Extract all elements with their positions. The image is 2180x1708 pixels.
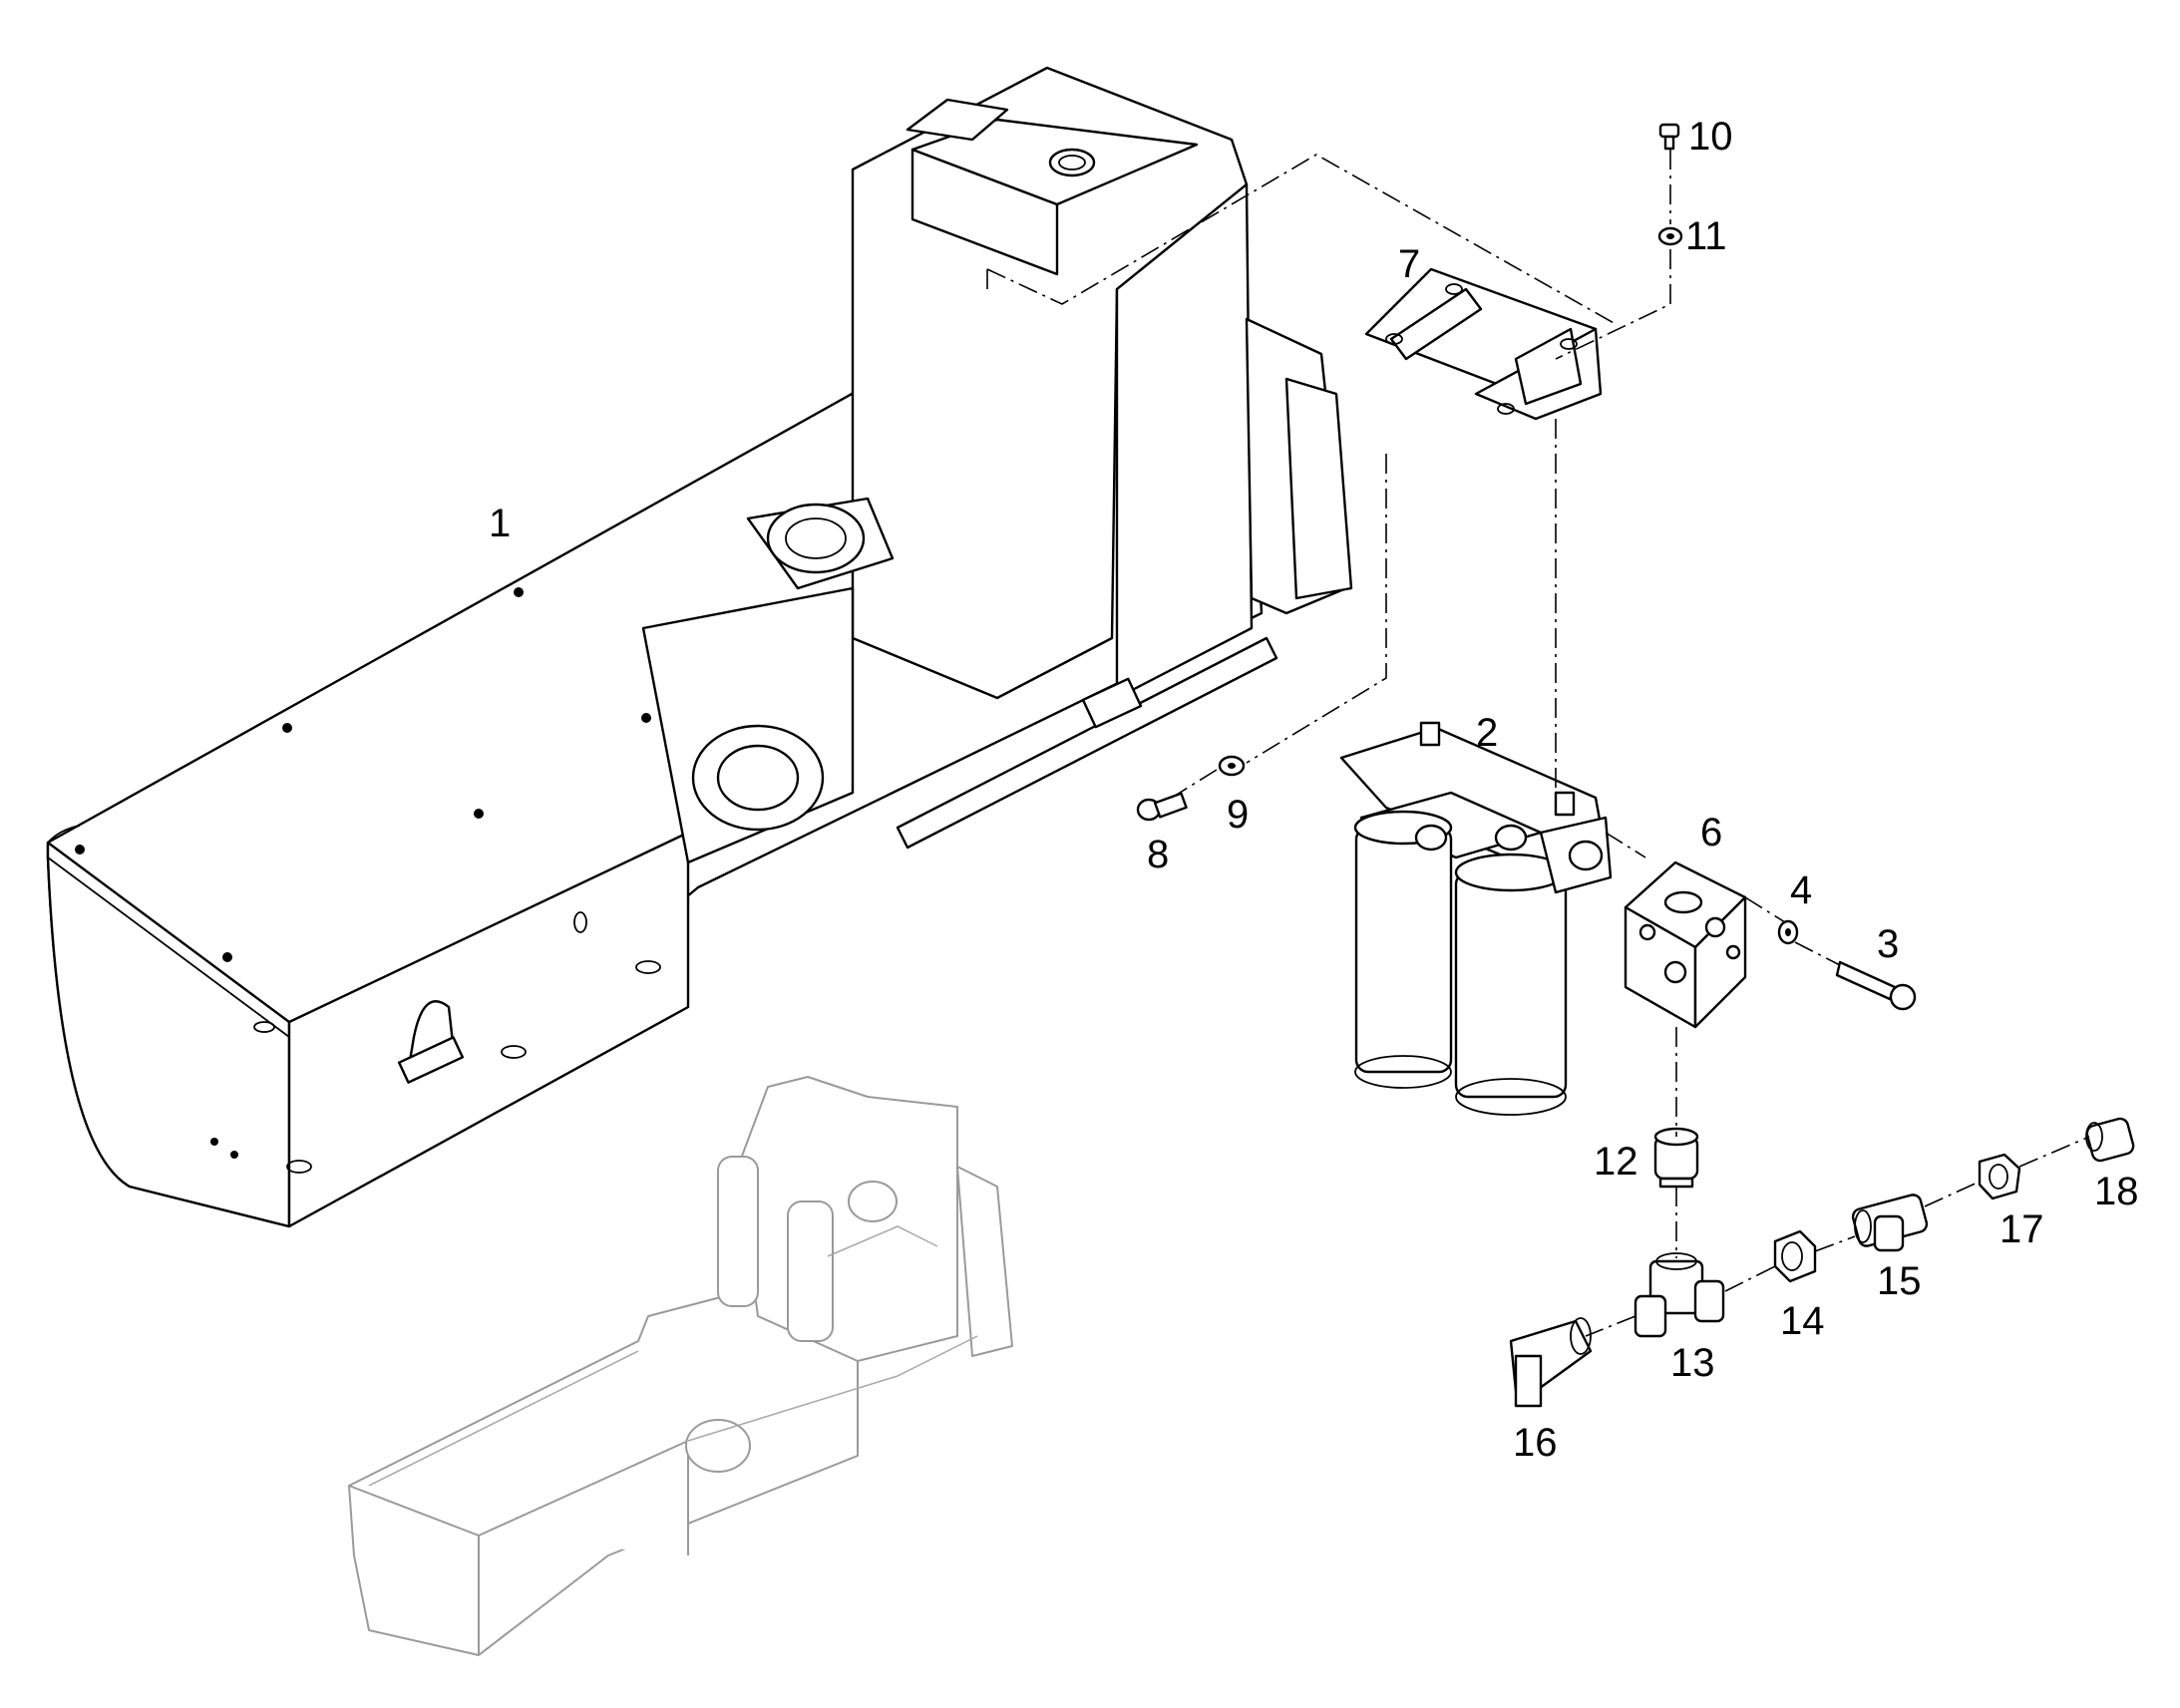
part-14-nut [1773, 1229, 1817, 1283]
callout-6: 6 [1700, 811, 1722, 854]
part-1-frame [46, 66, 1353, 1228]
callout-13: 13 [1670, 1341, 1715, 1385]
callout-4: 4 [1790, 868, 1812, 912]
callout-1: 1 [489, 502, 511, 545]
part-12-adapter [1653, 1127, 1699, 1189]
callout-12: 12 [1594, 1140, 1638, 1184]
part-11-washer [1657, 226, 1683, 246]
part-6-manifold-block [1624, 860, 1747, 1029]
part-13-tee [1634, 1252, 1725, 1338]
callout-2: 2 [1476, 711, 1498, 755]
callout-7: 7 [1398, 242, 1420, 286]
callout-8: 8 [1147, 833, 1169, 876]
callout-18: 18 [2094, 1170, 2139, 1213]
callout-11: 11 [1685, 214, 1727, 258]
part-2-filter-assembly [1339, 721, 1613, 1116]
part-7-bracket [1364, 267, 1603, 421]
callout-3: 3 [1877, 922, 1899, 966]
part-18-cap [2085, 1117, 2135, 1163]
part-10-bolt [1658, 123, 1680, 151]
overview-machine-illustration [348, 1076, 1013, 1656]
part-8-bolt [1136, 792, 1188, 822]
part-15-tee [1851, 1194, 1929, 1252]
assembly-lines [986, 150, 2090, 1337]
callout-9: 9 [1227, 793, 1249, 837]
callout-10: 10 [1688, 115, 1733, 159]
callout-labels: 1 2 3 4 6 7 8 9 10 11 12 13 14 15 16 17 … [489, 115, 2139, 1465]
part-17-nut [1978, 1153, 2021, 1200]
callout-16: 16 [1513, 1421, 1558, 1465]
callout-14: 14 [1780, 1299, 1825, 1343]
part-3-bolt [1835, 960, 1917, 1011]
part-9-washer [1218, 755, 1246, 777]
part-16-elbow [1509, 1317, 1593, 1408]
callout-15: 15 [1877, 1259, 1922, 1303]
part-4-washer [1777, 919, 1799, 945]
callout-17: 17 [1999, 1207, 2044, 1251]
